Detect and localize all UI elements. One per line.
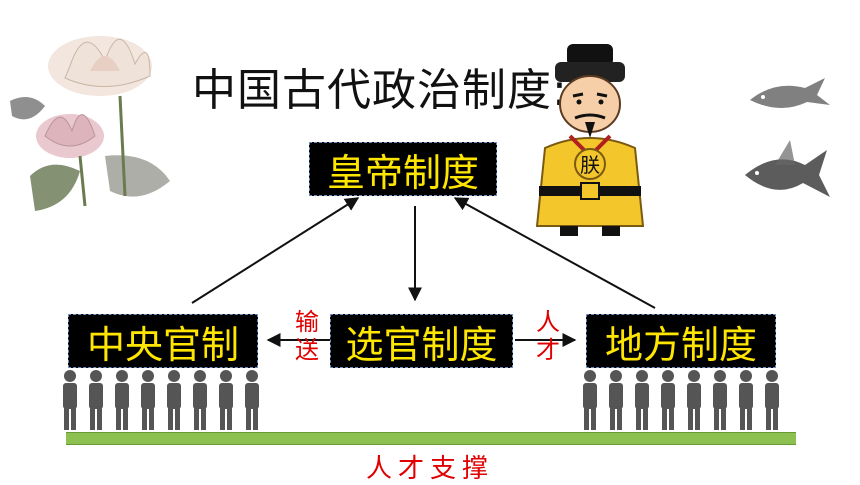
crowd-left-icon bbox=[63, 370, 259, 430]
label-talent-char-1: 人 bbox=[536, 308, 560, 336]
label-transport-char-1: 输 bbox=[295, 308, 319, 336]
label-transport-char-2: 送 bbox=[295, 336, 319, 364]
support-label: 人才支撑 bbox=[365, 454, 494, 484]
lotus-decoration bbox=[10, 36, 170, 211]
label-talent: 人 才 bbox=[533, 308, 563, 364]
node-local-system: 地方制度 bbox=[586, 314, 776, 368]
fish-decoration-bottom bbox=[745, 140, 830, 197]
node-emperor-system: 皇帝制度 bbox=[309, 142, 497, 196]
node-central-officials: 中央官制 bbox=[68, 314, 258, 368]
label-talent-char-2: 才 bbox=[536, 336, 560, 364]
emperor-badge-text: 朕 bbox=[580, 153, 600, 177]
ground-bar bbox=[66, 432, 796, 445]
arrow-local-to-emperor bbox=[453, 197, 656, 309]
node-selection-system: 选官制度 bbox=[330, 314, 513, 368]
label-transport: 输 送 bbox=[292, 308, 322, 364]
crowd-right-icon bbox=[583, 370, 779, 430]
emperor-illustration: 朕 bbox=[535, 44, 645, 236]
fish-decoration-top bbox=[750, 78, 830, 109]
page-title: 中国古代政治制度: bbox=[192, 65, 568, 116]
arrow-central-to-emperor bbox=[191, 197, 360, 304]
